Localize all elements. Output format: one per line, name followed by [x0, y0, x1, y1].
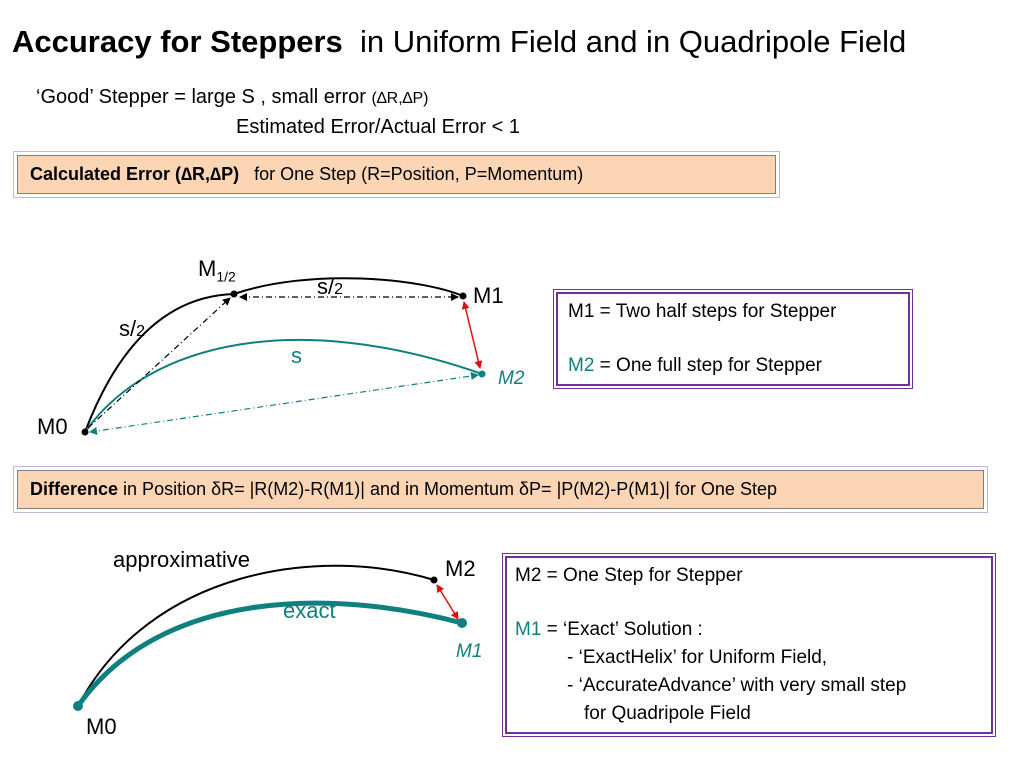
- intro-line-2: Estimated Error/Actual Error < 1: [236, 116, 520, 138]
- legend2-line-m1: M1 = ‘Exact’ Solution :: [515, 616, 991, 644]
- label-s-half-left: s/2: [119, 316, 145, 342]
- difference-box: Difference in Position δR= |R(M2)-R(M1)|…: [17, 470, 984, 509]
- legend1-m2-text: = One full step for Stepper: [594, 355, 823, 376]
- point-m-half: [230, 290, 238, 298]
- calc-bold: Calculated Error (∆R,∆P): [30, 164, 240, 184]
- approximative-curve: [77, 564, 435, 707]
- full-step-curve: [84, 338, 483, 433]
- label-s: s: [291, 343, 302, 368]
- label-s-half-left-num: s/: [119, 316, 137, 341]
- legend-box-2: M2 = One Step for Stepper M1 = ‘Exact’ S…: [505, 556, 993, 734]
- diagram-2: [73, 564, 467, 711]
- label-m0-2: M0: [86, 714, 117, 739]
- point-m0-2: [73, 701, 83, 711]
- label-m-half: M1/2: [198, 256, 236, 284]
- error-arrow-1: [461, 301, 483, 369]
- diff-bold: Difference: [30, 479, 119, 499]
- legend2-m1-text: = ‘Exact’ Solution :: [541, 619, 703, 640]
- label-m2: M2: [498, 368, 525, 389]
- intro-paren: (∆R,∆P): [371, 90, 429, 107]
- calculated-error-box: Calculated Error (∆R,∆P) for One Step (R…: [17, 155, 776, 194]
- label-m1-2: M1: [456, 641, 483, 662]
- title-rest: in Uniform Field and in Quadripole Field: [360, 24, 907, 59]
- legend1-line-m2: M2 = One full step for Stepper: [568, 352, 908, 380]
- legend2-item1: - ‘ExactHelix’ for Uniform Field,: [567, 647, 828, 668]
- error-arrow-2: [436, 584, 459, 620]
- intro-main: ‘Good’ Stepper = large S , small error: [36, 86, 366, 108]
- legend-box-1: M1 = Two half steps for Stepper M2 = One…: [556, 292, 910, 386]
- label-s-half-left-den: 2: [136, 323, 146, 340]
- legend2-item3: for Quadripole Field: [584, 703, 751, 724]
- label-exact: exact: [283, 598, 336, 623]
- diff-rest: in Position δR= |R(M2)-R(M1)| and in Mom…: [123, 479, 777, 499]
- intro-line-1: ‘Good’ Stepper = large S , small error (…: [36, 86, 428, 109]
- half-chord-left: [87, 297, 231, 429]
- legend1-spacer: [568, 326, 908, 352]
- label-s-half-top-den: 2: [334, 281, 344, 298]
- point-m2: [478, 370, 486, 378]
- label-s-half-top: s/2: [317, 274, 343, 300]
- full-chord: [89, 372, 479, 435]
- point-m0: [81, 428, 89, 436]
- legend2-spacer: [515, 590, 991, 616]
- legend2-line1: M2 = One Step for Stepper: [515, 565, 743, 586]
- point-m1-2: [457, 618, 467, 628]
- page-title: Accuracy for Steppers in Uniform Field a…: [12, 24, 906, 60]
- title-bold: Accuracy for Steppers: [12, 24, 343, 59]
- legend2-m1-name: M1: [515, 619, 542, 640]
- point-m2-2: [430, 576, 438, 584]
- legend1-m1-text: = Two half steps for Stepper: [594, 301, 837, 322]
- legend2-item2: - ‘AccurateAdvance’ with very small step: [567, 675, 907, 696]
- exact-curve: [75, 600, 463, 708]
- two-half-steps-curve: [84, 277, 464, 433]
- label-m0: M0: [37, 414, 68, 439]
- legend1-m2-name: M2: [568, 355, 595, 376]
- label-approximative: approximative: [113, 547, 250, 572]
- diagram-1: [81, 277, 486, 436]
- label-m2-2: M2: [445, 556, 476, 581]
- calc-rest: for One Step (R=Position, P=Momentum): [254, 164, 584, 184]
- label-m-half-sub: 1/2: [216, 268, 236, 285]
- legend1-m1-name: M1: [568, 301, 595, 322]
- label-s-half-top-num: s/: [317, 274, 335, 299]
- label-m1: M1: [473, 283, 504, 308]
- label-m-half-main: M: [198, 256, 217, 281]
- legend1-line-m1: M1 = Two half steps for Stepper: [568, 298, 908, 326]
- point-m1: [459, 292, 467, 300]
